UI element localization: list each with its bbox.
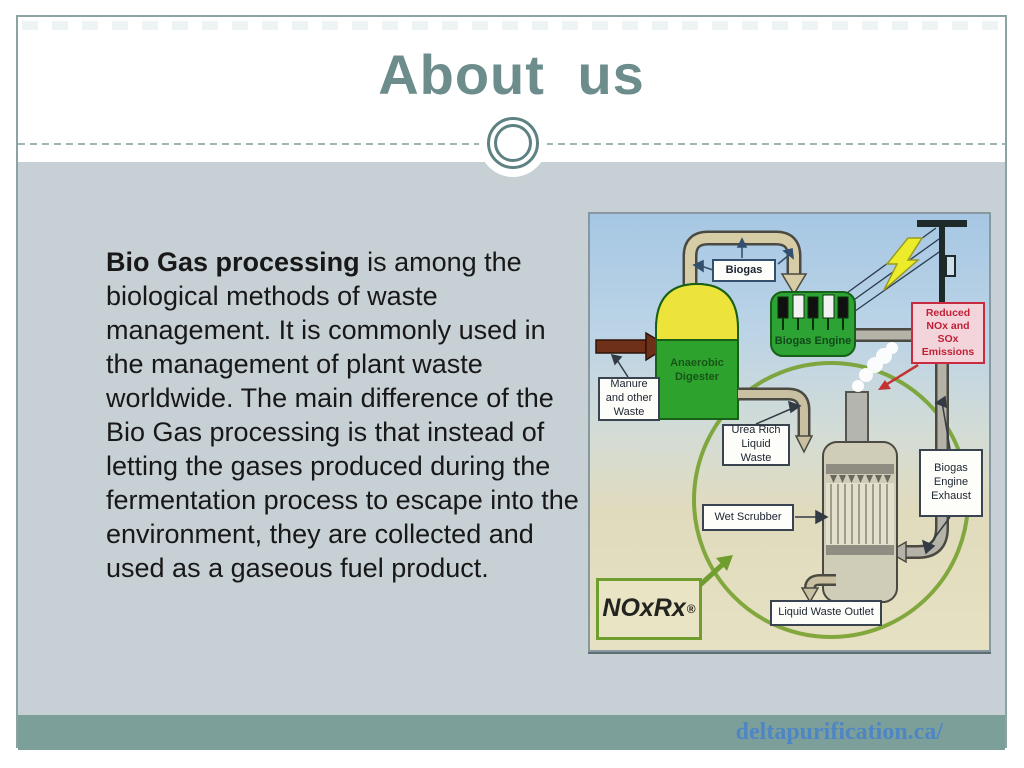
manure-waste-label: Manure and other Waste xyxy=(598,377,660,421)
biogas-label: Biogas xyxy=(712,259,776,282)
engine-exhaust-label: Biogas Engine Exhaust xyxy=(919,449,983,517)
body-rest-text: is among the biological methods of waste… xyxy=(106,247,579,583)
circle-ornament-inner-ring xyxy=(494,124,532,162)
biogas-label-arrows xyxy=(692,237,795,273)
biogas-diagram: Biogas Manure and other Waste Anaerobic … xyxy=(588,212,991,652)
urea-rich-label: Urea Rich Liquid Waste xyxy=(722,424,790,466)
outlet-pipe xyxy=(800,574,836,604)
scrubber-vessel-shape xyxy=(822,441,898,603)
biogas-engine-shape xyxy=(770,291,856,357)
footer-bar: deltapurification.ca/ xyxy=(18,715,1005,750)
emissions-label: Reduced NOx and SOx Emissions xyxy=(911,302,985,364)
page-title: About us xyxy=(378,43,645,106)
wet-scrubber-label: Wet Scrubber xyxy=(702,504,794,531)
body-lead-bold: Bio Gas processing xyxy=(106,247,360,277)
power-pole-icon xyxy=(917,220,967,308)
diagram-shapes xyxy=(595,220,970,639)
noxrx-brand-text: NOxRx xyxy=(602,594,686,623)
steam-plume xyxy=(852,342,898,392)
slide-frame: About us Bio Gas processing is among the… xyxy=(16,15,1007,750)
website-text: deltapurification.ca/ xyxy=(735,719,943,745)
label-leader-lines xyxy=(610,353,951,555)
noxrx-brand-box: NOxRx® xyxy=(596,578,702,640)
biogas-engine-label: Biogas Engine xyxy=(774,335,852,347)
urea-pipe xyxy=(738,387,814,454)
anaerobic-digester-label: Anaerobic Digester xyxy=(670,357,724,384)
body-paragraph: Bio Gas processing is among the biologic… xyxy=(106,245,584,585)
top-dots-decoration xyxy=(22,21,1001,30)
scrubber-stack xyxy=(845,391,869,447)
circle-ornament xyxy=(479,109,547,177)
anaerobic-digester-shape xyxy=(655,282,739,420)
liquid-waste-outlet-label: Liquid Waste Outlet xyxy=(770,600,882,626)
noxrx-arrow xyxy=(698,555,733,587)
emissions-arrow xyxy=(878,363,919,390)
content-panel: Bio Gas processing is among the biologic… xyxy=(18,162,1005,715)
registered-mark-icon: ® xyxy=(686,601,696,616)
lightning-bolt-icon xyxy=(883,237,924,291)
